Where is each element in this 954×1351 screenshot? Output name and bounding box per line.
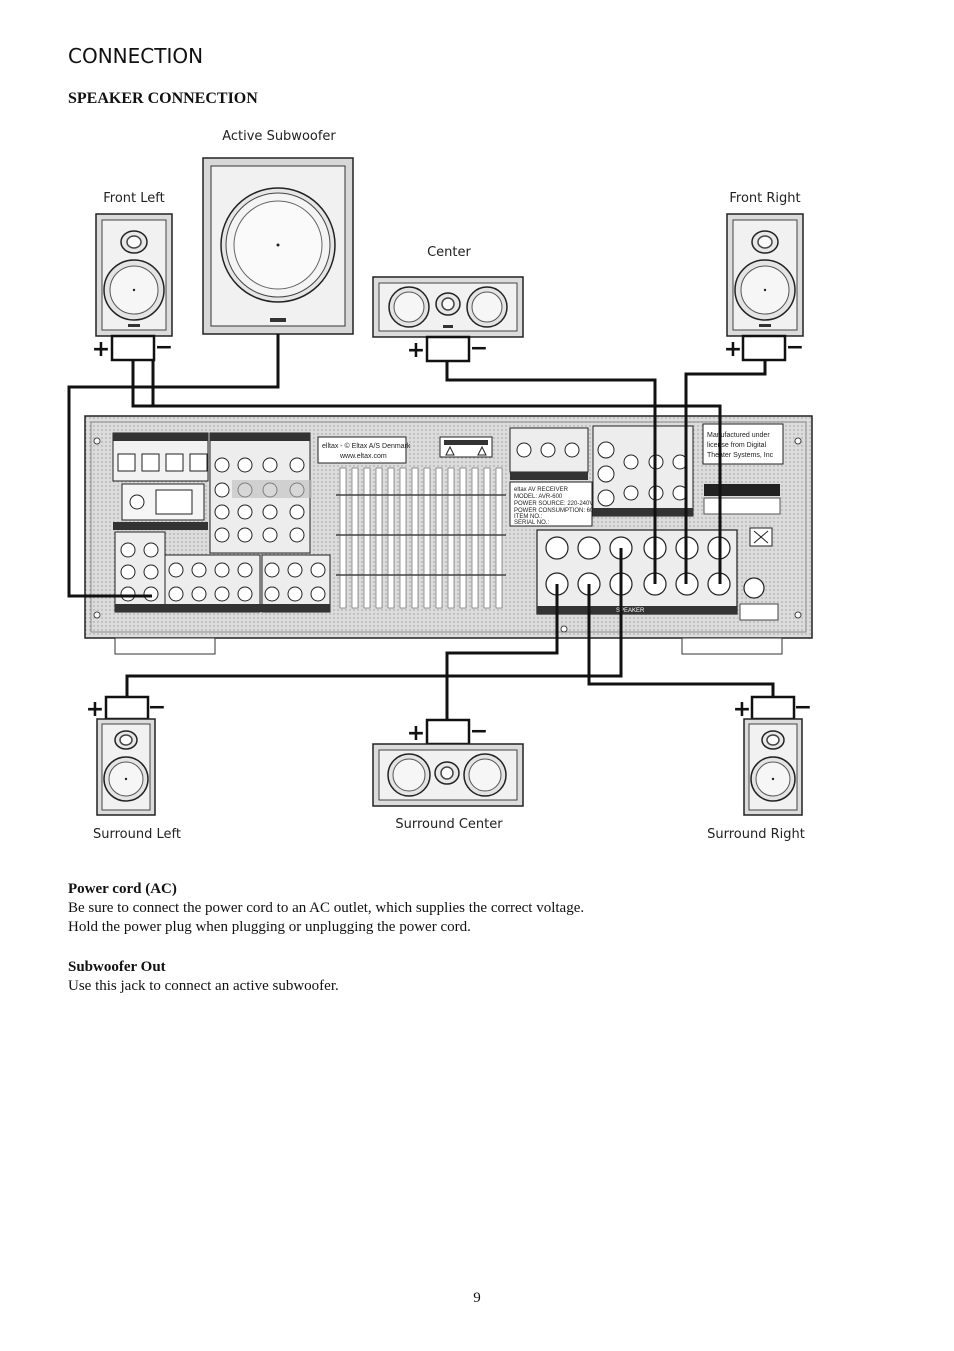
subwoofer-out-line-1: Use this jack to connect an active subwo… — [68, 978, 339, 994]
surround-right-label: Surround Right — [707, 827, 805, 842]
svg-text:elltax - © Eltax A/S Denmark: elltax - © Eltax A/S Denmark — [322, 442, 411, 450]
svg-text:−: − — [155, 335, 173, 360]
svg-text:POWER CONSUMPTION: 600W: POWER CONSUMPTION: 600W — [514, 508, 603, 514]
svg-text:license from Digital: license from Digital — [707, 442, 767, 449]
receiver-rear-panel: elltax - © Eltax A/S Denmark www.eltax.c… — [84, 415, 813, 655]
svg-text:−: − — [794, 695, 812, 720]
svg-text:www.eltax.com: www.eltax.com — [339, 453, 387, 460]
svg-text:ITEM NO.:: ITEM NO.: — [514, 514, 543, 520]
active-subwoofer-speaker — [202, 157, 354, 335]
front-right-speaker — [726, 213, 804, 337]
svg-text:+: + — [724, 337, 742, 362]
svg-text:Manufactured under: Manufactured under — [707, 432, 770, 439]
svg-text:−: − — [786, 335, 804, 360]
svg-text:+: + — [407, 338, 425, 363]
subwoofer-out-title: Subwoofer Out — [68, 959, 166, 975]
center-label: Center — [427, 245, 471, 260]
svg-text:SERIAL NO.:: SERIAL NO.: — [514, 520, 549, 526]
speaker-wires — [67, 334, 775, 720]
power-cord-section: Power cord (AC) Be sure to connect the p… — [68, 880, 584, 937]
svg-text:−: − — [470, 719, 488, 744]
section-title: SPEAKER CONNECTION — [68, 90, 258, 107]
power-cord-title: Power cord (AC) — [68, 881, 177, 897]
surround-right-terminals: + − — [733, 695, 812, 722]
front-right-label: Front Right — [729, 191, 800, 206]
surround-center-label: Surround Center — [395, 817, 503, 832]
surround-center-speaker — [372, 743, 524, 807]
page-heading: CONNECTION — [68, 44, 204, 68]
svg-text:SPEAKER: SPEAKER — [616, 608, 645, 614]
svg-text:+: + — [92, 337, 110, 362]
power-cord-line-1: Be sure to connect the power cord to an … — [68, 900, 585, 916]
svg-text:+: + — [86, 697, 104, 722]
surround-left-terminals: + − — [86, 695, 166, 722]
front-left-label: Front Left — [103, 191, 164, 206]
front-left-speaker — [95, 213, 173, 337]
svg-text:−: − — [470, 336, 488, 361]
front-right-terminals: + − — [724, 334, 804, 362]
center-terminals: + − — [407, 335, 488, 363]
page-number: 9 — [473, 1290, 481, 1306]
speaker-connection-diagram: Active Subwoofer Front Left Front Right … — [67, 129, 813, 842]
surround-right-speaker — [743, 718, 803, 816]
center-speaker — [372, 276, 524, 338]
svg-text:+: + — [733, 697, 751, 722]
subwoofer-out-section: Subwoofer Out Use this jack to connect a… — [68, 958, 339, 996]
svg-text:Theater Systems, Inc: Theater Systems, Inc — [707, 452, 774, 459]
power-cord-line-2: Hold the power plug when plugging or unp… — [68, 919, 471, 935]
active-subwoofer-label: Active Subwoofer — [222, 129, 336, 144]
front-left-terminals: + − — [92, 334, 173, 362]
svg-text:−: − — [148, 695, 166, 720]
surround-left-speaker — [96, 718, 156, 816]
svg-text:eltax AV RECEIVER: eltax AV RECEIVER — [514, 487, 569, 493]
svg-text:POWER SOURCE: 220-240V~50Hz: POWER SOURCE: 220-240V~50Hz — [514, 501, 611, 507]
surround-center-terminals: + − — [407, 718, 488, 746]
surround-left-label: Surround Left — [93, 827, 181, 842]
svg-text:MODEL: AVR-600: MODEL: AVR-600 — [514, 494, 563, 500]
svg-text:+: + — [407, 721, 425, 746]
